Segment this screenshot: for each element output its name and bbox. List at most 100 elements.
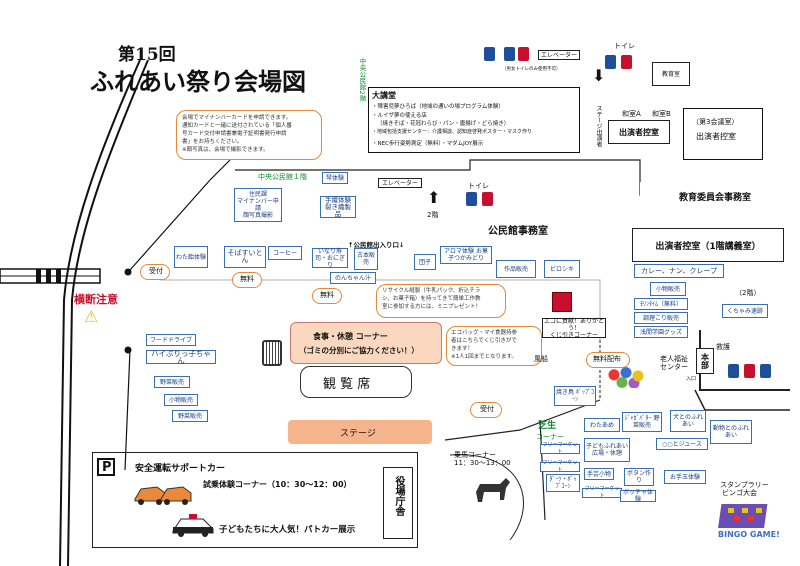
police-car-icon: [169, 511, 217, 539]
balloon-label: 風船: [534, 355, 548, 363]
corner-label: コーナー: [536, 433, 564, 441]
title-line1: 第15回: [118, 45, 176, 65]
parking-sign: P: [97, 458, 115, 476]
lawn-booth: 子どもふれあい広場・休憩: [584, 438, 630, 462]
town-office-label: 役場庁舎: [393, 476, 404, 516]
recycle-note: リサイクル縫製（牛乳パック、折込チラ シ、お菓子箱）を持ってきて簡単工作教 室に…: [376, 284, 506, 318]
eco-note-line: エコバッグ・マイ食器持参: [451, 330, 518, 336]
parking-line3: 子どもたちに大人気！パトカー展示: [219, 525, 356, 535]
female-toilet-icon: [744, 364, 755, 378]
free-badge-1: 無料: [232, 272, 262, 288]
yakitori-booth: 焼き鳥 ﾎﾟｯﾌﾟｺｰﾝ: [554, 386, 596, 406]
female-toilet-icon: [482, 192, 493, 206]
booth: いなり寿司・おにぎり: [312, 248, 348, 269]
rest-corner-line: （ゴミの分別にご協力ください！）: [299, 346, 419, 355]
third-meeting-box: （第3会議室） 出演者控室: [683, 108, 763, 160]
parking-line2: 試乗体験コーナー（10：30～12：00）: [203, 480, 352, 489]
mynumber-note-line: 号カード交付申請書兼電子証明書発行申請: [182, 131, 287, 137]
relief-label: 救護: [716, 343, 730, 351]
lawn-booth: わたあめ: [584, 418, 620, 432]
rest-corner-line: 食事・休憩 コーナー: [313, 332, 388, 341]
entrance-small: 入口: [686, 376, 697, 382]
third-meeting-label: （第3会議室）: [692, 118, 739, 126]
stage-performers-label: ステージ出演者: [595, 105, 602, 147]
booth: わた飴体験: [174, 246, 208, 268]
rikyu-booth: 琴体験: [322, 172, 348, 184]
mynumber-booth-line: 住民課: [248, 191, 267, 198]
main-hq: 本部: [696, 348, 714, 374]
crossing-warning: 横断注意: [74, 293, 118, 306]
curry-booth: カレー、ナン、クレープ: [634, 264, 724, 278]
eco-note-line: きます！: [451, 346, 474, 352]
mynumber-note-line: 書」をお持ちください。: [182, 139, 243, 145]
audience-seats: 観 覧 席: [300, 366, 412, 398]
rest-corner: 食事・休憩 コーナー （ゴミの分別にご協力ください！）: [290, 322, 442, 364]
auditorium-item: ・地域包括支援センター：介護相談、認知症啓発ポスター・マスク作り: [372, 129, 533, 135]
kebab-booth: のんちゃん汁: [330, 272, 376, 284]
lawn-booth: 犬とのふれあい: [670, 410, 706, 432]
lawn-booth: フリーマーケット: [582, 486, 622, 499]
auditorium-heading: 大講堂: [372, 91, 396, 100]
eco-note-line: 者はこちらでくじ引きがで: [451, 338, 517, 344]
mynumber-note-line: 通知カードと一緒に送付されている「個人番: [182, 123, 292, 129]
female-toilet-icon: [621, 55, 632, 69]
eco-label: エコに貢献！ありがとう！ くじ引きコーナー: [542, 317, 606, 339]
eco-label-line: くじ引きコーナー: [549, 331, 598, 339]
small-goods-booth-2: 小物販売: [164, 394, 198, 406]
bingo-line: スタンプラリー: [720, 481, 769, 489]
parking-line1: 安全運転サポートカー: [135, 464, 226, 474]
vegetables-booth-2: 野菜販売: [172, 410, 208, 422]
mynumber-booth: 住民課 マイナンバー申請 顔写真撮影: [234, 188, 282, 222]
recycle-note-line: リサイクル縫製（牛乳パック、折込チラ: [382, 288, 481, 294]
handcraft-line: 手織体験: [325, 195, 351, 204]
entrance-label: ↑公民館出入り口↓: [348, 241, 405, 249]
auditorium-box: 大講堂 ・障害児夢ひろば（地域の通いの場プログラム体験） ・ルイザ夢の使える店 …: [368, 87, 580, 153]
booth: アロマ体験 お菓子つかみどり: [440, 246, 492, 264]
booth: 古本販売: [354, 248, 378, 270]
third-performers-label: 出演者控室: [696, 132, 736, 141]
kurumi-booth: くちゃみ速跡: [722, 304, 768, 318]
reception-label: 受付: [149, 267, 163, 275]
auditorium-item: ・ルイザ夢の使える店: [372, 113, 427, 119]
eco-note: エコバッグ・マイ食器持参 者はこちらでくじ引きがで きます！ ※1人1回までとな…: [446, 326, 542, 366]
balloons-icon: [606, 366, 646, 388]
bingo-line: ビンゴ大会: [722, 489, 757, 497]
parking-letter: P: [102, 460, 112, 475]
elderly-center-line: 老人福祉: [660, 355, 688, 363]
down-arrow-icon: ⬇: [592, 66, 606, 85]
lawn-booth: ボッチャ体験: [620, 489, 656, 503]
chuo-1f-label: 中央公民館１階: [258, 173, 307, 181]
female-toilet-icon: [518, 47, 529, 61]
floor-label-vertical: 中央公民館2階: [358, 58, 366, 102]
lawn-booth: ﾀﾞｰﾂ・ﾎﾟｯﾌﾟｺｰﾝ: [546, 474, 580, 492]
elderly-center: 老人福祉 センター: [660, 355, 688, 371]
stage-label: ステージ: [340, 429, 376, 439]
male-toilet-icon: [466, 192, 477, 206]
lawn-booth: フリーマーケット: [540, 442, 580, 455]
lawn-booth: フリーマーケット: [540, 460, 580, 473]
free-dist-label: 無料配布: [593, 355, 621, 363]
toilet-note: （男女トイレのみ使用不可）: [502, 67, 561, 72]
elevator-top: エレベーター: [538, 50, 580, 60]
handcraft-booth: 手織体験 裂き織製品: [320, 196, 356, 218]
gift-icon: [552, 292, 572, 312]
booth: 作品販売: [496, 260, 536, 278]
toilet-top-label: トイレ: [614, 42, 635, 50]
bingo-logo-text: BINGO GAME!: [718, 530, 780, 539]
horse-corner: 乗馬コーナー 11：30～13：00: [454, 451, 511, 467]
food-drive: フードドライブ: [146, 334, 196, 346]
male-toilet-icon: [728, 364, 739, 378]
lawn-booth: ｼﾞｬｶﾞﾊﾞﾀｰ 野菜販売: [622, 412, 662, 432]
free-dist-badge: 無料配布: [586, 352, 630, 368]
male-toilet-icon: [504, 47, 515, 61]
eco-label-line: エコに貢献！ありがとう！: [544, 317, 605, 332]
trash-bin-icon: [262, 340, 282, 366]
performers-hall: 出演者控室（1階講義室）: [632, 228, 784, 262]
elevator-1f: エレベーター: [378, 178, 422, 188]
reception-1: 受付: [140, 264, 170, 280]
up-arrow-icon: ⬆: [427, 188, 441, 207]
vegetables-booth-1: 野菜販売: [154, 376, 190, 388]
asami-booth: 浅間学園グッズ: [634, 326, 688, 338]
small-goods-booth: 小物販売: [650, 282, 686, 296]
wheelchair-icon: [760, 364, 771, 378]
